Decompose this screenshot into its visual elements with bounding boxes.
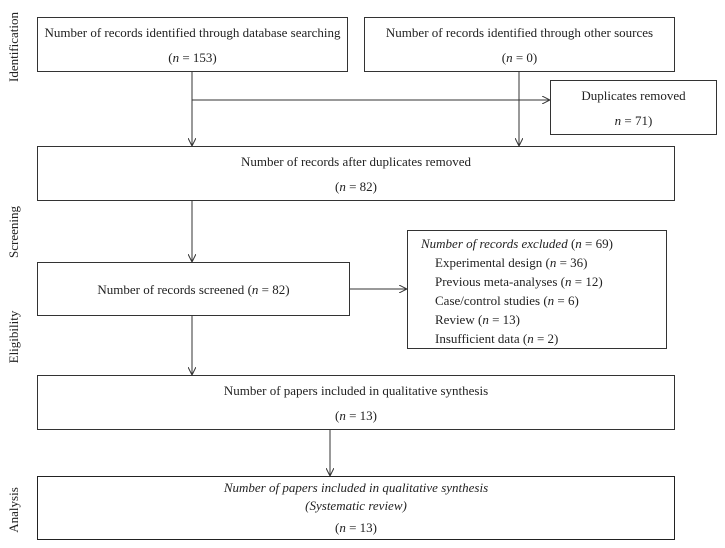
box-other-sources: Number of records identified through oth… — [364, 17, 675, 72]
systematic-review-subtitle: (Systematic review) — [305, 498, 407, 513]
excluded-item: Previous meta-analyses (n = 12) — [435, 274, 603, 289]
excluded-item: Insufficient data (n = 2) — [435, 331, 559, 346]
systematic-review-count: (n = 13) — [334, 520, 378, 535]
box-records-screened: Number of records screened (n = 82) — [37, 262, 350, 316]
box-systematic-review: Number of papers included in qualitative… — [37, 476, 675, 540]
other-sources-count: (n = 0) — [501, 49, 538, 65]
box-duplicates-removed: Duplicates removed n = 71) — [550, 80, 717, 135]
records-screened-text: Number of records screened (n = 82) — [97, 281, 290, 297]
box-qualitative-synthesis: Number of papers included in qualitative… — [37, 375, 675, 430]
systematic-review-text: Number of papers included in qualitative… — [223, 480, 489, 495]
other-sources-text: Number of records identified through oth… — [385, 24, 654, 40]
database-search-text: Number of records identified through dat… — [44, 24, 341, 40]
database-search-count: (n = 153) — [168, 49, 217, 65]
after-duplicates-text: Number of records after duplicates remov… — [241, 153, 471, 169]
excluded-item: Review (n = 13) — [435, 312, 520, 327]
box-records-excluded: Number of records excluded (n = 69) Expe… — [407, 230, 667, 349]
qualitative-synthesis-text: Number of papers included in qualitative… — [223, 382, 489, 398]
box-after-duplicates: Number of records after duplicates remov… — [37, 146, 675, 201]
excluded-item: Case/control studies (n = 6) — [435, 293, 579, 308]
excluded-item: Experimental design (n = 36) — [435, 255, 588, 270]
box-database-search: Number of records identified through dat… — [37, 17, 348, 72]
duplicates-removed-text: Duplicates removed — [581, 87, 686, 103]
after-duplicates-count: (n = 82) — [334, 178, 378, 194]
duplicates-removed-count: n = 71) — [614, 112, 653, 128]
qualitative-synthesis-count: (n = 13) — [334, 407, 378, 423]
excluded-title: Number of records excluded (n = 69) — [421, 236, 613, 251]
